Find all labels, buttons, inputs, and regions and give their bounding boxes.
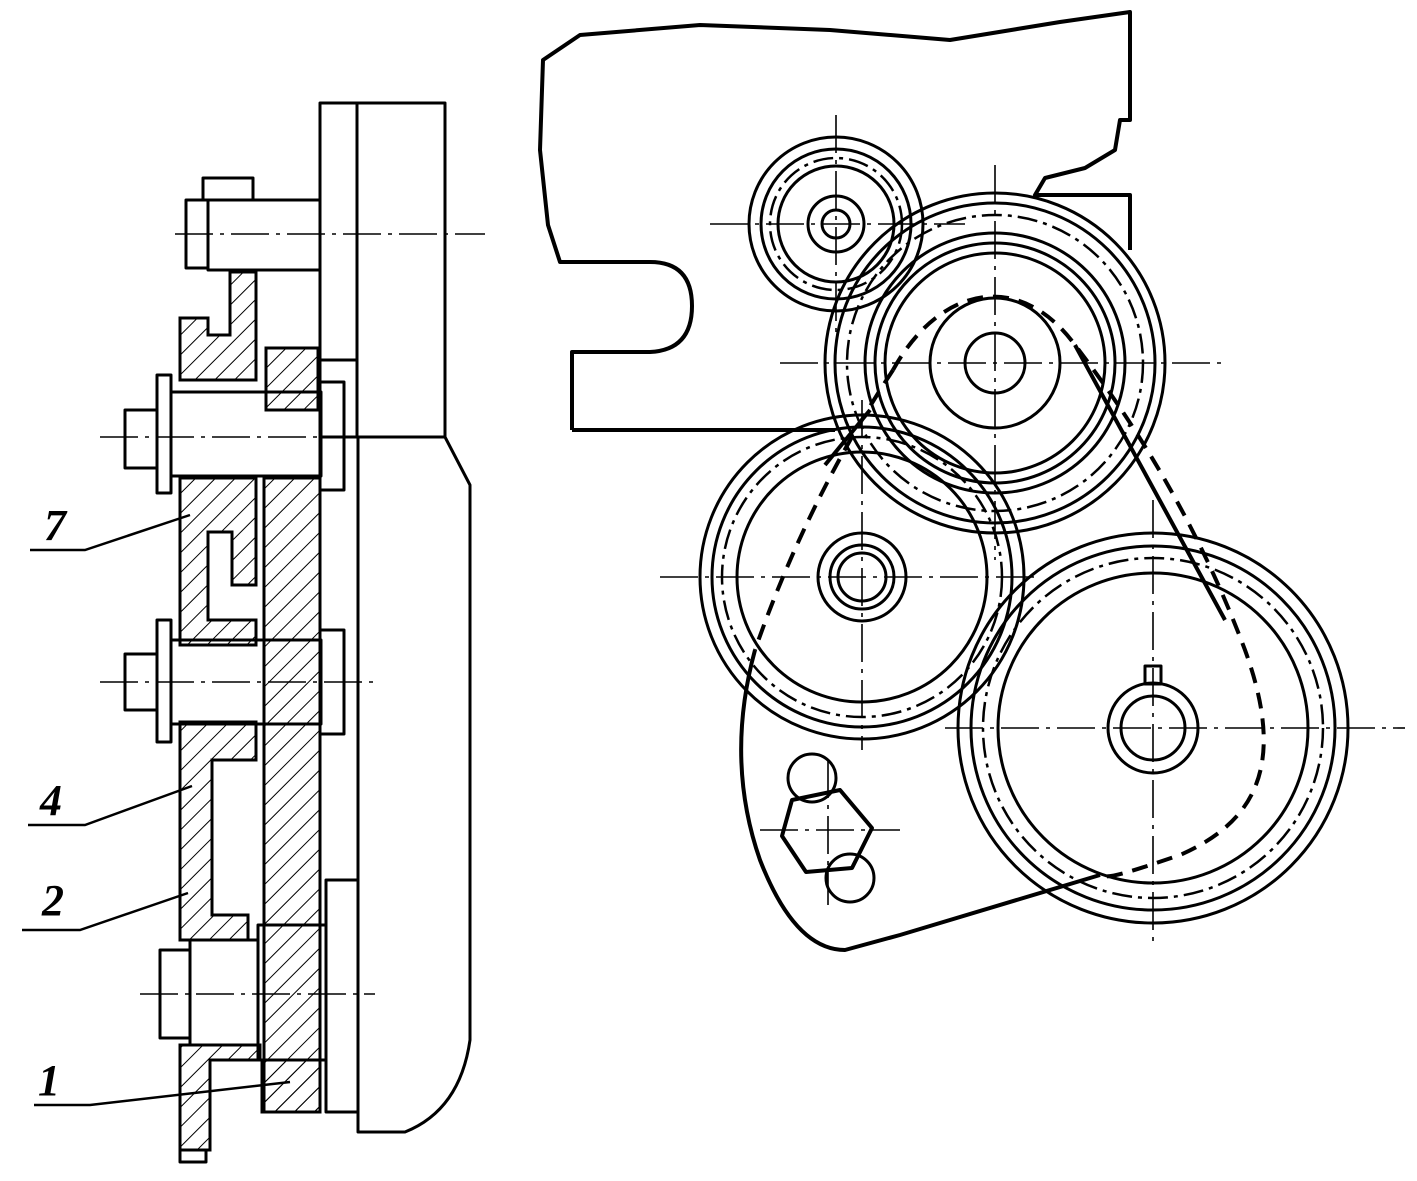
upper-washer <box>155 373 173 495</box>
housing-plate <box>318 101 472 1134</box>
left-gear <box>660 400 1040 750</box>
bracket-mid <box>178 476 258 647</box>
top-bolt-head <box>201 176 255 202</box>
callout-2: 2 <box>41 876 64 925</box>
upper-nut <box>123 408 159 470</box>
bracket-low <box>178 720 258 942</box>
lower-collar <box>188 938 260 1047</box>
top-bolt-shank <box>206 198 322 272</box>
hex-adjuster <box>760 752 900 905</box>
leader-7 <box>30 513 191 552</box>
chain-straight <box>1073 344 1227 621</box>
leader-1 <box>34 1080 291 1107</box>
section-view <box>100 101 485 1164</box>
callout-7: 7 <box>44 501 68 550</box>
support-column <box>262 476 322 1114</box>
base-block <box>260 1058 322 1114</box>
leader-4 <box>28 784 193 827</box>
lower-gear <box>945 500 1405 945</box>
callouts: 7 4 2 1 <box>22 501 291 1107</box>
callout-4: 4 <box>39 776 62 825</box>
base-flange <box>178 1043 262 1152</box>
leader-2 <box>22 891 189 932</box>
chain-path-left <box>753 368 895 651</box>
housing-outline <box>538 10 1132 430</box>
middle-washer <box>155 618 173 744</box>
base-foot <box>178 1148 208 1164</box>
lever-plate <box>739 649 1101 952</box>
callout-1: 1 <box>38 1056 60 1105</box>
upper-gear <box>780 165 1225 560</box>
upper-pin-head <box>318 380 346 492</box>
front-view <box>538 10 1405 952</box>
chain-path <box>891 294 1266 879</box>
upper-bracket <box>178 270 258 382</box>
spacer-block <box>324 878 360 1114</box>
set-screw <box>264 346 320 412</box>
